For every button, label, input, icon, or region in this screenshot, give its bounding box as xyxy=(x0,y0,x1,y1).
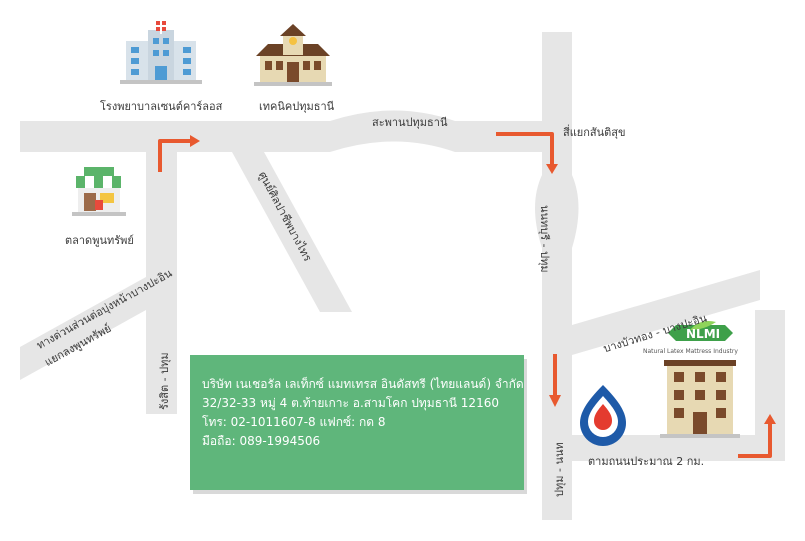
intersection-label: สี่แยกสันติสุข xyxy=(563,126,626,139)
bridge-label: สะพานปทุมธานี xyxy=(372,116,448,129)
company-address: 32/32-33 หมู่ 4 ต.ท้ายเกาะ อ.สามโคก ปทุม… xyxy=(202,396,499,410)
hospital-label: โรงพยาบาลเซนต์คาร์ลอส xyxy=(100,100,223,113)
route-arrow-4 xyxy=(738,424,772,458)
route-arrow-1 xyxy=(158,139,190,172)
nlmi-logo-icon xyxy=(668,321,733,341)
expressway-road xyxy=(20,277,146,380)
arrow-head-1 xyxy=(190,135,200,147)
nonthaburi-road xyxy=(535,32,579,520)
hospital-icon xyxy=(120,18,202,84)
company-mobile: มือถือ: 089-1994506 xyxy=(202,434,321,448)
main-road xyxy=(20,110,542,152)
tech-college-label: เทคนิคปทุมธานี xyxy=(259,100,335,113)
company-name: บริษัท เนเชอรัล เลเท็กซ์ แมทเทรส อินดัสท… xyxy=(202,377,524,391)
rangsit-road xyxy=(146,152,177,414)
college-icon xyxy=(254,24,332,86)
company-phone: โทร: 02-1011607-8 แฟกซ์: กด 8 xyxy=(202,415,386,429)
arrow-head-3 xyxy=(549,395,561,407)
nonthaburi-pathum-label: นนทบุรี - ปทุม xyxy=(538,205,551,273)
pathum-nonthaburi-label: ปทุม - นนท xyxy=(553,442,566,497)
factory-icon xyxy=(660,360,740,438)
company-info-box: บริษัท เนเชอรัล เลเท็กซ์ แมทเทรส อินดัสท… xyxy=(190,355,524,490)
market-label: ตลาดพูนทรัพย์ xyxy=(65,234,134,247)
arrow-head-2 xyxy=(546,164,558,174)
market-icon xyxy=(72,167,126,216)
culture-center-road xyxy=(232,152,352,312)
arrow-head-4 xyxy=(764,414,776,424)
nlmi-caption: Natural Latex Mattress Industry xyxy=(643,348,738,355)
bangbuathong-road xyxy=(572,270,760,355)
rangsit-pathum-label: รังสิต - ปทุม xyxy=(158,352,171,410)
follow-road-label: ตามถนนประมาณ 2 กม. xyxy=(588,455,705,468)
nlmi-logo-text: NLMI xyxy=(686,327,721,341)
route-arrow-2 xyxy=(496,132,554,164)
ptt-logo-icon xyxy=(580,385,626,447)
